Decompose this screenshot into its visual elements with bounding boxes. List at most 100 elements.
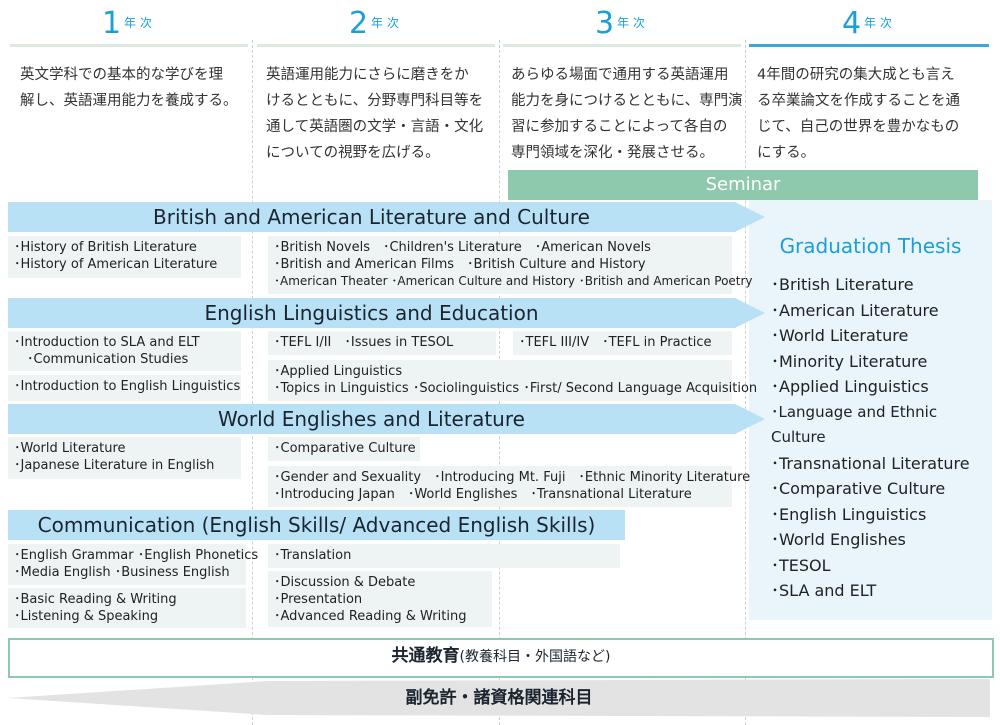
course-item: ･History of British Literature <box>14 240 197 255</box>
description-line: じて、自己の世界を豊かなもの <box>757 119 960 135</box>
course-item: ･TEFL I/II ･Issues in TESOL <box>274 335 454 350</box>
seminar-bar: Seminar <box>508 170 978 200</box>
year-suffix: 年次 <box>371 16 404 30</box>
graduation-thesis-list: ･British Literature ･American Literature… <box>771 272 992 604</box>
course-item: ･TEFL III/IV ･TEFL in Practice <box>519 335 712 350</box>
course-item: ･Introduction to SLA and ELT <box>14 335 200 350</box>
year-2-description: 英語運用能力にさらに磨きをか けるとともに、分野専門科目等を 通して英語圏の文学… <box>266 62 496 166</box>
year-number: 1 <box>101 6 122 41</box>
sub-license-bar: 副免許・諸資格関連科目 <box>8 678 990 718</box>
course-box: ･World Literature ･Japanese Literature i… <box>8 437 241 479</box>
thesis-topic: ･British Literature <box>771 275 914 294</box>
course-box: ･Introduction to SLA and ELT ･Communicat… <box>8 331 241 371</box>
thesis-topic: ･American Literature <box>771 300 939 320</box>
course-item: ･Comparative Culture <box>274 441 416 456</box>
track-band-com <box>8 510 625 540</box>
sub-license-label: 副免許・諸資格関連科目 <box>405 688 593 708</box>
course-item: ･British Novels ･Children's Literature ･… <box>274 240 651 255</box>
thesis-topic: ･TESOL <box>771 555 831 575</box>
course-item: ･Introduction to English Linguistics <box>14 379 241 394</box>
thesis-topic: ･English Linguistics <box>771 504 927 524</box>
course-item: ･Gender and Sexuality ･Introducing Mt. F… <box>274 470 751 485</box>
description-line: 4年間の研究の集大成とも言え <box>757 67 955 83</box>
track-title: Communication (English Skills/ Advanced … <box>37 513 596 537</box>
course-item: ･British and American Films ･British Cul… <box>274 257 646 272</box>
course-item: ･English Grammar ･English Phonetics <box>14 548 259 563</box>
course-box: ･Discussion & Debate ･Presentation ･Adva… <box>268 571 492 627</box>
year-rule <box>749 44 989 47</box>
thesis-topic: ･World Literature <box>771 326 909 345</box>
course-box: ･Introduction to English Linguistics <box>8 375 241 401</box>
wedge-shape <box>8 679 990 717</box>
course-item: ･World Literature <box>14 441 126 456</box>
track-band-bal <box>8 202 735 232</box>
track-band-wel <box>8 404 735 434</box>
year-number: 4 <box>841 6 862 41</box>
year-number: 3 <box>594 6 615 41</box>
course-item: ･Discussion & Debate <box>274 575 416 590</box>
description-line: あらゆる場面で通用する英語運用 <box>511 67 729 83</box>
track-band-ele <box>8 298 735 328</box>
track-title: English Linguistics and Education <box>204 301 539 325</box>
thesis-topic: ･World Englishes <box>771 530 906 549</box>
course-box: ･Basic Reading & Writing ･Listening & Sp… <box>8 588 246 628</box>
description-line: 習に参加することによって各自の <box>511 119 728 135</box>
course-box: ･English Grammar ･English Phonetics ･Med… <box>8 544 259 585</box>
year-rule <box>10 44 248 47</box>
description-line: にする。 <box>757 145 816 161</box>
graduation-thesis-panel: Graduation Thesis ･British Literature ･A… <box>749 200 992 620</box>
description-line: 英文学科での基本的な学びを理 <box>20 67 223 83</box>
column-divider <box>252 40 253 725</box>
year-rule <box>503 44 741 47</box>
year-3-description: あらゆる場面で通用する英語運用 能力を身につけるとともに、専門演 習に参加するこ… <box>511 62 743 166</box>
track-title: World Englishes and Literature <box>218 407 525 431</box>
graduation-thesis-title: Graduation Thesis <box>779 234 962 258</box>
common-education-subtitle: (教養科目・外国語など) <box>459 649 611 665</box>
track-title: British and American Literature and Cult… <box>153 205 590 229</box>
course-item: ･Listening & Speaking <box>14 609 159 624</box>
thesis-topic: ･Transnational Literature <box>771 453 970 473</box>
description-line: 能力を身につけるとともに、専門演 <box>511 93 743 109</box>
course-item: ･Basic Reading & Writing <box>14 592 177 607</box>
year-suffix: 年次 <box>124 16 157 30</box>
course-item: ･American Theater ･American Culture and … <box>274 274 753 288</box>
year-4-description: 4年間の研究の集大成とも言え る卒業論文を作成することを通 じて、自己の世界を豊… <box>757 62 991 166</box>
course-item: ･Communication Studies <box>14 352 189 367</box>
year-suffix: 年次 <box>617 16 650 30</box>
course-item: ･Advanced Reading & Writing <box>274 609 467 624</box>
thesis-topic: ･Applied Linguistics <box>771 377 929 396</box>
track-arrow <box>735 298 765 328</box>
description-line: 解し、英語運用能力を養成する。 <box>20 93 238 109</box>
year-1-description: 英文学科での基本的な学びを理 解し、英語運用能力を養成する。 <box>20 62 248 114</box>
thesis-topic: ･Comparative Culture <box>771 479 946 498</box>
common-education-bar: 共通教育(教養科目・外国語など) <box>8 638 994 678</box>
course-item: ･Applied Linguistics <box>274 364 403 379</box>
track-arrow <box>735 202 765 232</box>
description-line: 通して英語圏の文学・言語・文化 <box>266 119 484 135</box>
course-box: ･Applied Linguistics ･Topics in Linguist… <box>268 360 758 401</box>
course-box: ･Translation <box>268 544 620 568</box>
year-rule <box>257 44 495 47</box>
course-item: ･History of American Literature <box>14 257 218 272</box>
description-line: る卒業論文を作成することを通 <box>757 93 960 109</box>
course-box: ･Comparative Culture <box>268 437 420 461</box>
thesis-topic: ･Language and Ethnic Culture <box>771 402 938 447</box>
course-box: ･History of British Literature ･History … <box>8 236 241 278</box>
course-box: ･TEFL I/II ･Issues in TESOL <box>268 331 496 355</box>
description-line: けるとともに、分野専門科目等を <box>266 93 484 109</box>
course-item: ･Media English ･Business English <box>14 565 230 580</box>
course-item: ･Topics in Linguistics ･Sociolinguistics… <box>274 381 758 396</box>
description-line: についての視野を広げる。 <box>266 145 440 161</box>
course-box: ･British Novels ･Children's Literature ･… <box>268 236 753 294</box>
track-arrow <box>735 404 765 434</box>
year-number: 2 <box>348 6 369 41</box>
common-education-title: 共通教育 <box>391 646 460 666</box>
course-item: ･Introducing Japan ･World Englishes ･Tra… <box>274 487 692 502</box>
course-box: ･TEFL III/IV ･TEFL in Practice <box>513 331 732 355</box>
course-box: ･Gender and Sexuality ･Introducing Mt. F… <box>268 466 751 507</box>
course-item: ･Translation <box>274 548 352 563</box>
